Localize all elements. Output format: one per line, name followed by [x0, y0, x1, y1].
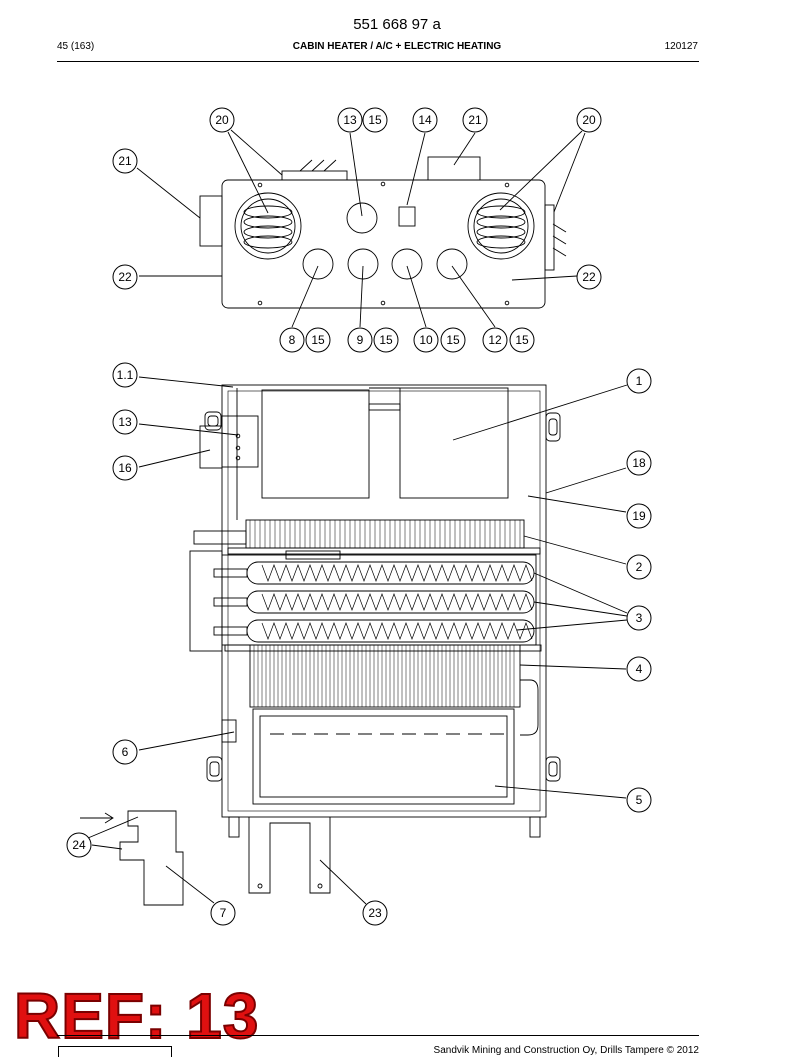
- company-logo: [58, 1046, 172, 1057]
- callout-21: 21: [112, 148, 138, 174]
- callout-13: 13: [112, 409, 138, 435]
- callout-1.1: 1.1: [112, 362, 138, 388]
- callout-label: 13: [118, 415, 132, 429]
- callout-label: 24: [72, 838, 86, 852]
- callout-6: 6: [112, 739, 138, 765]
- callout-label: 3: [636, 611, 643, 625]
- callout-13: 13: [337, 107, 363, 133]
- document-number: 551 668 97 a: [353, 16, 441, 33]
- callout-5: 5: [626, 787, 652, 813]
- callout-15: 15: [373, 327, 399, 353]
- reference-stamp: REF: 13: [13, 980, 260, 1052]
- callout-label: 21: [118, 154, 132, 168]
- callout-7: 7: [210, 900, 236, 926]
- leader-lines: [87, 129, 628, 905]
- drain-detail-view: [80, 810, 184, 906]
- page-number: 45 (163): [57, 41, 95, 52]
- callout-label: 15: [379, 333, 393, 347]
- callout-3: 3: [626, 605, 652, 631]
- footer-copyright: Sandvik Mining and Construction Oy, Dril…: [433, 1045, 699, 1056]
- callout-label: 15: [311, 333, 325, 347]
- callout-label: 20: [582, 113, 596, 127]
- callout-label: 10: [419, 333, 433, 347]
- callout-label: 7: [220, 906, 227, 920]
- callout-15: 15: [305, 327, 331, 353]
- callout-label: 14: [418, 113, 432, 127]
- callout-label: 22: [118, 270, 132, 284]
- header-divider: [57, 61, 699, 62]
- callout-label: 22: [582, 270, 596, 284]
- callout-label: 8: [289, 333, 296, 347]
- callout-18: 18: [626, 450, 652, 476]
- callout-label: 6: [122, 745, 129, 759]
- front-assembly-view: [189, 384, 561, 894]
- callout-22: 22: [576, 264, 602, 290]
- callout-label: 21: [468, 113, 482, 127]
- callout-label: 16: [118, 461, 132, 475]
- callout-20: 20: [576, 107, 602, 133]
- callout-20: 20: [209, 107, 235, 133]
- callout-label: 15: [515, 333, 529, 347]
- callout-22: 22: [112, 264, 138, 290]
- callout-15: 15: [362, 107, 388, 133]
- callout-label: 23: [368, 906, 382, 920]
- callout-23: 23: [362, 900, 388, 926]
- page-title: CABIN HEATER / A/C + ELECTRIC HEATING: [292, 41, 502, 52]
- top-panel-view: [199, 156, 567, 309]
- callout-label: 1: [636, 374, 643, 388]
- callout-19: 19: [626, 503, 652, 529]
- callout-14: 14: [412, 107, 438, 133]
- callout-label: 19: [632, 509, 646, 523]
- callout-15: 15: [509, 327, 535, 353]
- callout-9: 9: [347, 327, 373, 353]
- callout-10: 10: [413, 327, 439, 353]
- callout-12: 12: [482, 327, 508, 353]
- callout-16: 16: [112, 455, 138, 481]
- callout-label: 1.1: [117, 368, 134, 382]
- footer-divider: [57, 1035, 699, 1036]
- callout-label: 15: [368, 113, 382, 127]
- date-code: 120127: [664, 41, 698, 52]
- callout-label: 9: [357, 333, 364, 347]
- callout-label: 2: [636, 560, 643, 574]
- callout-label: 15: [446, 333, 460, 347]
- callout-21: 21: [462, 107, 488, 133]
- callout-4: 4: [626, 656, 652, 682]
- callout-8: 8: [279, 327, 305, 353]
- callout-1: 1: [626, 368, 652, 394]
- callout-label: 4: [636, 662, 643, 676]
- callout-15: 15: [440, 327, 466, 353]
- callout-label: 12: [488, 333, 502, 347]
- callout-2: 2: [626, 554, 652, 580]
- callout-label: 5: [636, 793, 643, 807]
- callout-label: 18: [632, 456, 646, 470]
- callout-label: 20: [215, 113, 229, 127]
- callout-label: 13: [343, 113, 357, 127]
- exploded-view-drawing: [80, 129, 628, 906]
- callout-24: 24: [66, 832, 92, 858]
